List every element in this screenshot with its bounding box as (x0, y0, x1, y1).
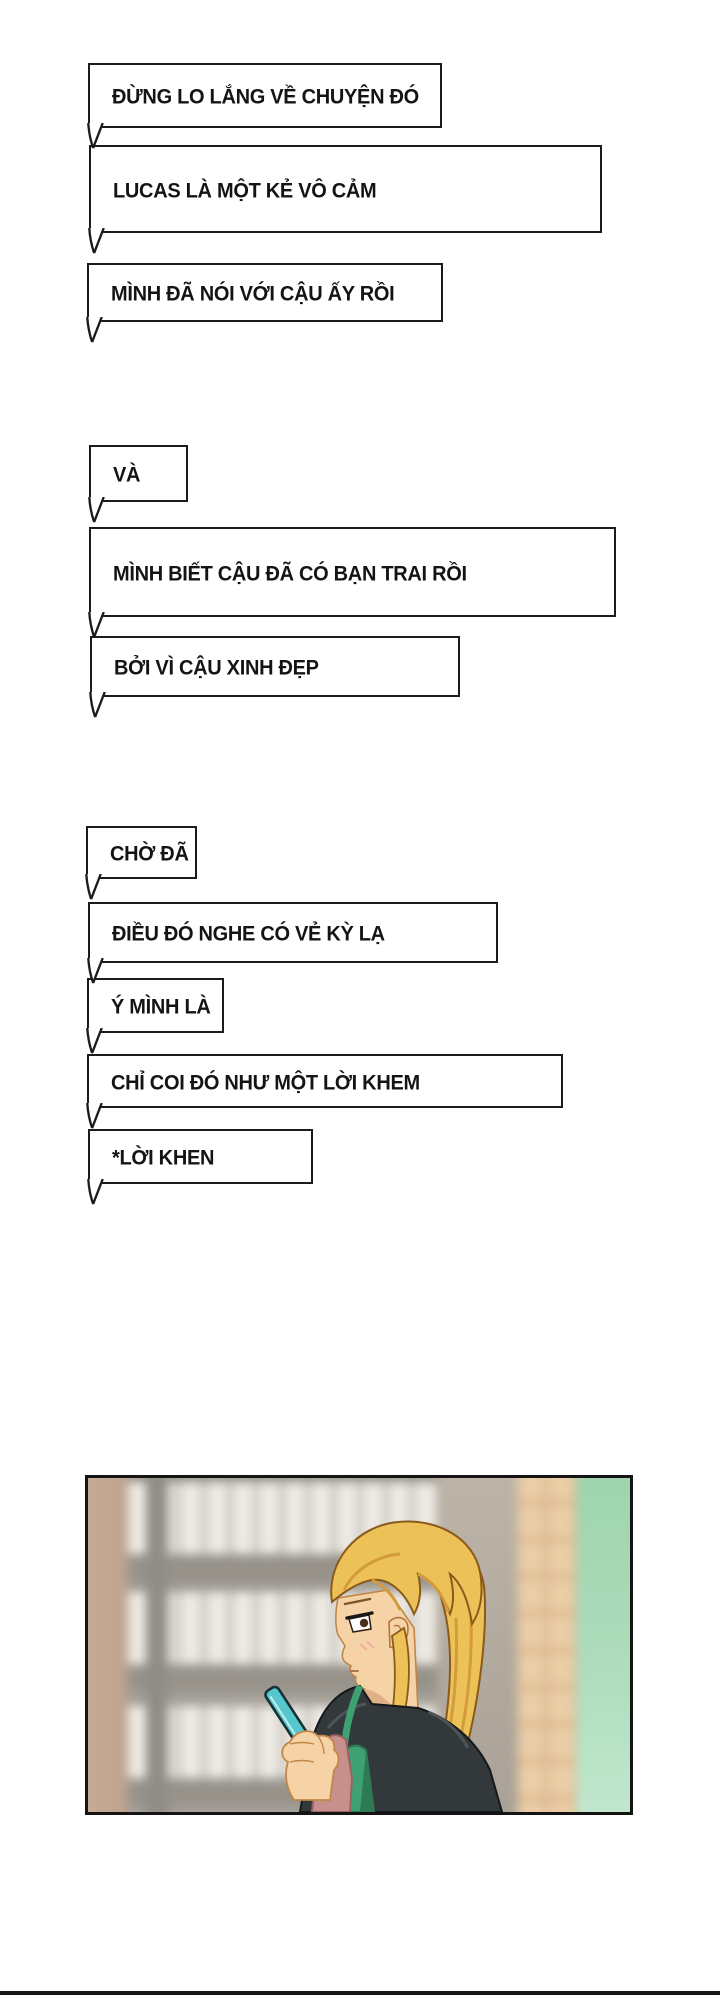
speech-text: Ý MÌNH LÀ (111, 995, 211, 1019)
speech-text: VÀ (113, 463, 141, 487)
speech-bubble: LUCAS LÀ MỘT KẺ VÔ CẢM (88, 145, 602, 254)
speech-bubble-tail (87, 123, 104, 149)
speech-bubble-tail (86, 317, 103, 343)
speech-text: LUCAS LÀ MỘT KẺ VÔ CẢM (113, 178, 377, 203)
speech-text: ĐỪNG LO LẮNG VỀ CHUYỆN ĐÓ (112, 85, 419, 109)
woman-figure (264, 1520, 504, 1812)
speech-bubble: MÌNH BIẾT CẬU ĐÃ CÓ BẠN TRAI RỒI (88, 527, 616, 638)
speech-bubble-tail (86, 1028, 103, 1054)
speech-bubble-tail (87, 1179, 104, 1205)
speech-bubble-tail (88, 228, 105, 254)
speech-text: MÌNH ĐÃ NÓI VỚI CẬU ẤY RỒI (111, 282, 395, 306)
speech-bubble: MÌNH ĐÃ NÓI VỚI CẬU ẤY RỒI (86, 263, 443, 343)
speech-text: MÌNH BIẾT CẬU ĐÃ CÓ BẠN TRAI RỒI (113, 561, 467, 586)
speech-bubble-tail (89, 692, 106, 718)
green-wall (576, 1478, 630, 1812)
speech-text: *LỜI KHEN (112, 1146, 215, 1170)
brick-pillar (518, 1478, 576, 1812)
speech-text: CHỜ ĐÃ (110, 842, 189, 866)
beige-wall (88, 1478, 128, 1812)
speech-bubble-tail (88, 612, 105, 638)
speech-bubble-tail (85, 874, 102, 900)
speech-bubble: ĐIỀU ĐÓ NGHE CÓ VẺ KỲ LẠ (87, 902, 498, 984)
speech-bubble: CHỈ COI ĐÓ NHƯ MỘT LỜI KHEM (86, 1054, 563, 1129)
speech-bubble: Ý MÌNH LÀ (86, 978, 224, 1054)
speech-text: BỞI VÌ CẬU XINH ĐẸP (114, 656, 319, 680)
speech-bubble: ĐỪNG LO LẮNG VỀ CHUYỆN ĐÓ (87, 63, 442, 149)
speech-bubble-tail (87, 958, 104, 984)
hand (281, 1730, 340, 1801)
speech-bubble: VÀ (88, 445, 188, 523)
speech-bubble-tail (86, 1103, 103, 1129)
speech-bubble: *LỜI KHEN (87, 1129, 313, 1205)
speech-bubble-tail (88, 497, 105, 523)
panel-divider-line (0, 1991, 720, 1995)
speech-bubble: CHỜ ĐÃ (85, 826, 197, 900)
speech-text: CHỈ COI ĐÓ NHƯ MỘT LỜI KHEM (111, 1070, 420, 1095)
speech-text: ĐIỀU ĐÓ NGHE CÓ VẺ KỲ LẠ (112, 922, 385, 946)
comic-panel (85, 1475, 633, 1815)
speech-bubble: BỞI VÌ CẬU XINH ĐẸP (89, 636, 460, 718)
